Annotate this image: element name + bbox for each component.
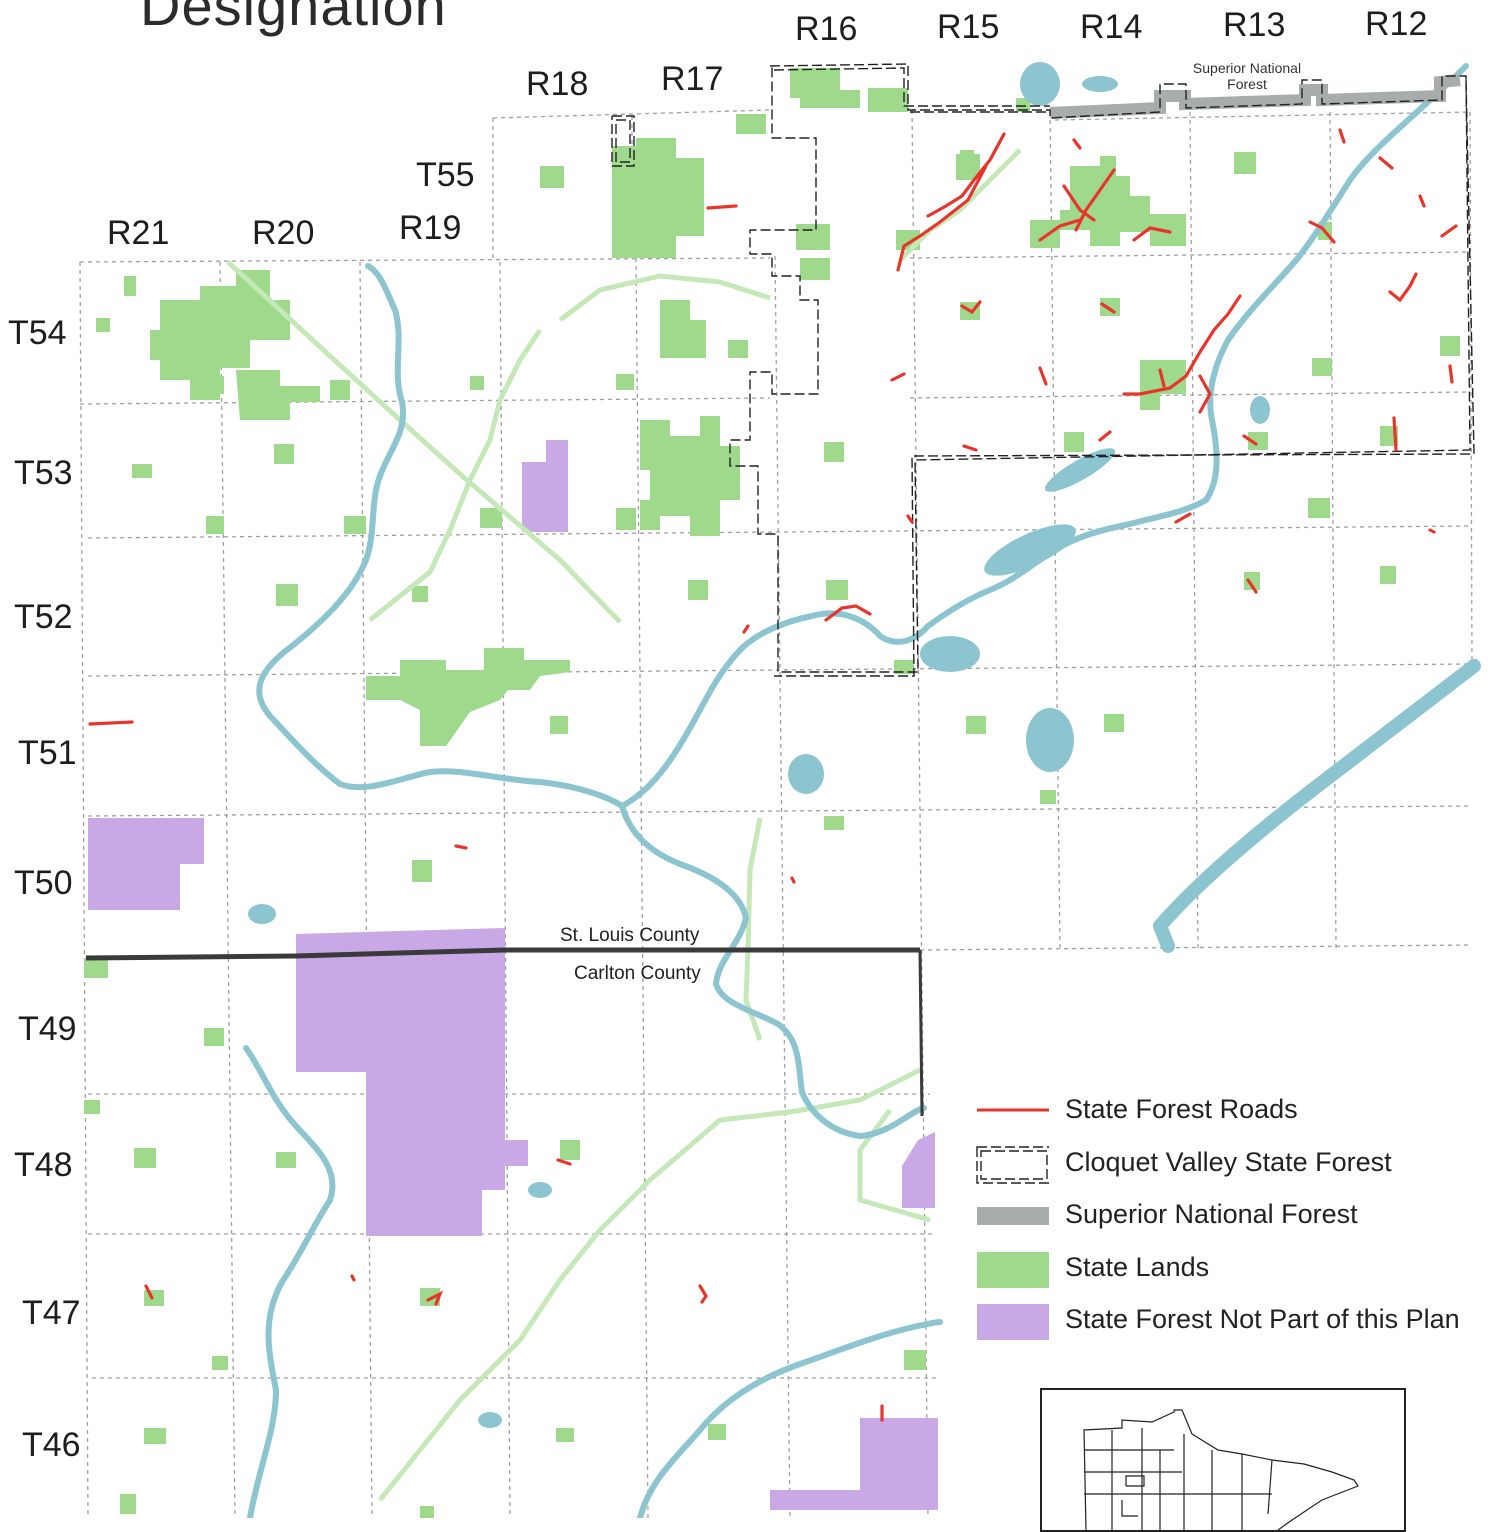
township-label-t46: T46 (22, 1426, 81, 1464)
legend-swatch-cvsf (976, 1145, 1049, 1184)
state-lands (150, 68, 1186, 746)
range-label-r12: R12 (1365, 5, 1428, 43)
legend-swatch-state-lands (977, 1251, 1049, 1288)
township-grid (79, 109, 1473, 1518)
water (243, 63, 1481, 1518)
range-label-r13: R13 (1223, 6, 1286, 44)
cloquet-valley-state-forest-boundary (611, 63, 1475, 677)
state-lands-scattered (84, 98, 1460, 1518)
range-label-r18: R18 (526, 65, 589, 103)
legend-label-state-lands: State Lands (1065, 1251, 1210, 1282)
county-line (85, 947, 924, 1117)
minnesota-outline (1083, 1409, 1359, 1530)
legend-label-cvsf: Cloquet Valley State Forest (1065, 1146, 1392, 1177)
legend-swatch-roads (977, 1108, 1049, 1112)
township-label-t49: T49 (18, 1010, 77, 1048)
legend-swatch-snf (977, 1207, 1049, 1225)
superior-national-forest-boundary (1049, 74, 1461, 119)
township-label-t47: T47 (22, 1294, 81, 1332)
range-label-r16: R16 (795, 10, 858, 48)
county-label-st-louis: St. Louis County (560, 925, 700, 946)
map-title: Designation (140, 0, 447, 37)
township-label-t50: T50 (14, 864, 73, 902)
township-label-t53: T53 (14, 454, 73, 492)
township-label-t48: T48 (14, 1146, 73, 1184)
range-label-r19: R19 (399, 209, 462, 247)
legend-label-snf: Superior National Forest (1065, 1199, 1358, 1229)
locator-inset-map (1040, 1388, 1406, 1532)
township-label-t55: T55 (416, 156, 475, 194)
superior-national-forest-label: Superior National Forest (1192, 60, 1302, 93)
township-label-t52: T52 (14, 598, 73, 636)
legend-label-not-plan: State Forest Not Part of this Plan (1065, 1304, 1460, 1334)
township-label-t54: T54 (8, 314, 67, 352)
township-label-t51: T51 (18, 734, 77, 772)
county-label-carlton: Carlton County (574, 963, 701, 984)
range-label-r15: R15 (937, 8, 1000, 46)
legend-label-roads: State Forest Roads (1065, 1094, 1298, 1124)
lakes (248, 62, 1270, 1428)
range-label-r20: R20 (252, 214, 315, 252)
legend-swatch-not-plan (977, 1304, 1049, 1340)
trails (226, 148, 1022, 1502)
range-label-r14: R14 (1080, 8, 1143, 46)
state-forest-roads (88, 128, 1458, 1422)
state-forest-not-part-of-plan (88, 440, 938, 1510)
range-label-r21: R21 (107, 214, 170, 252)
range-label-r17: R17 (661, 60, 724, 98)
